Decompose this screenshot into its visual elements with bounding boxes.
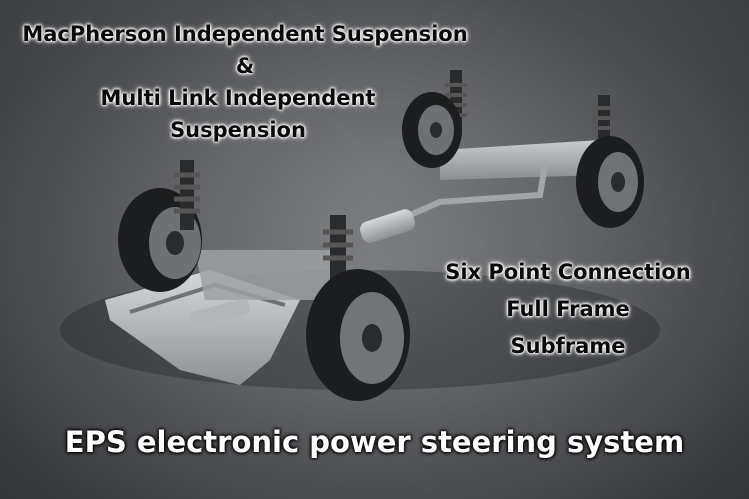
front-left-wheel [118,160,202,292]
rear-right-wheel [576,136,644,228]
front-subframe [105,250,340,385]
suspension-caption-line-3: Multi Link Independent [100,86,376,110]
suspension-caption-line-1: MacPherson Independent Suspension [22,22,468,46]
rear-axle [440,70,615,180]
frame-caption-line-2: Full Frame [506,297,630,321]
suspension-caption-line-2: & [235,54,255,78]
front-right-wheel [306,215,410,401]
frame-caption-line-3: Subframe [510,334,626,358]
rear-left-wheel [402,92,462,168]
steering-caption: EPS electronic power steering system [64,425,685,459]
suspension-caption-line-4: Suspension [170,118,306,142]
frame-caption-line-1: Six Point Connection [445,260,691,284]
